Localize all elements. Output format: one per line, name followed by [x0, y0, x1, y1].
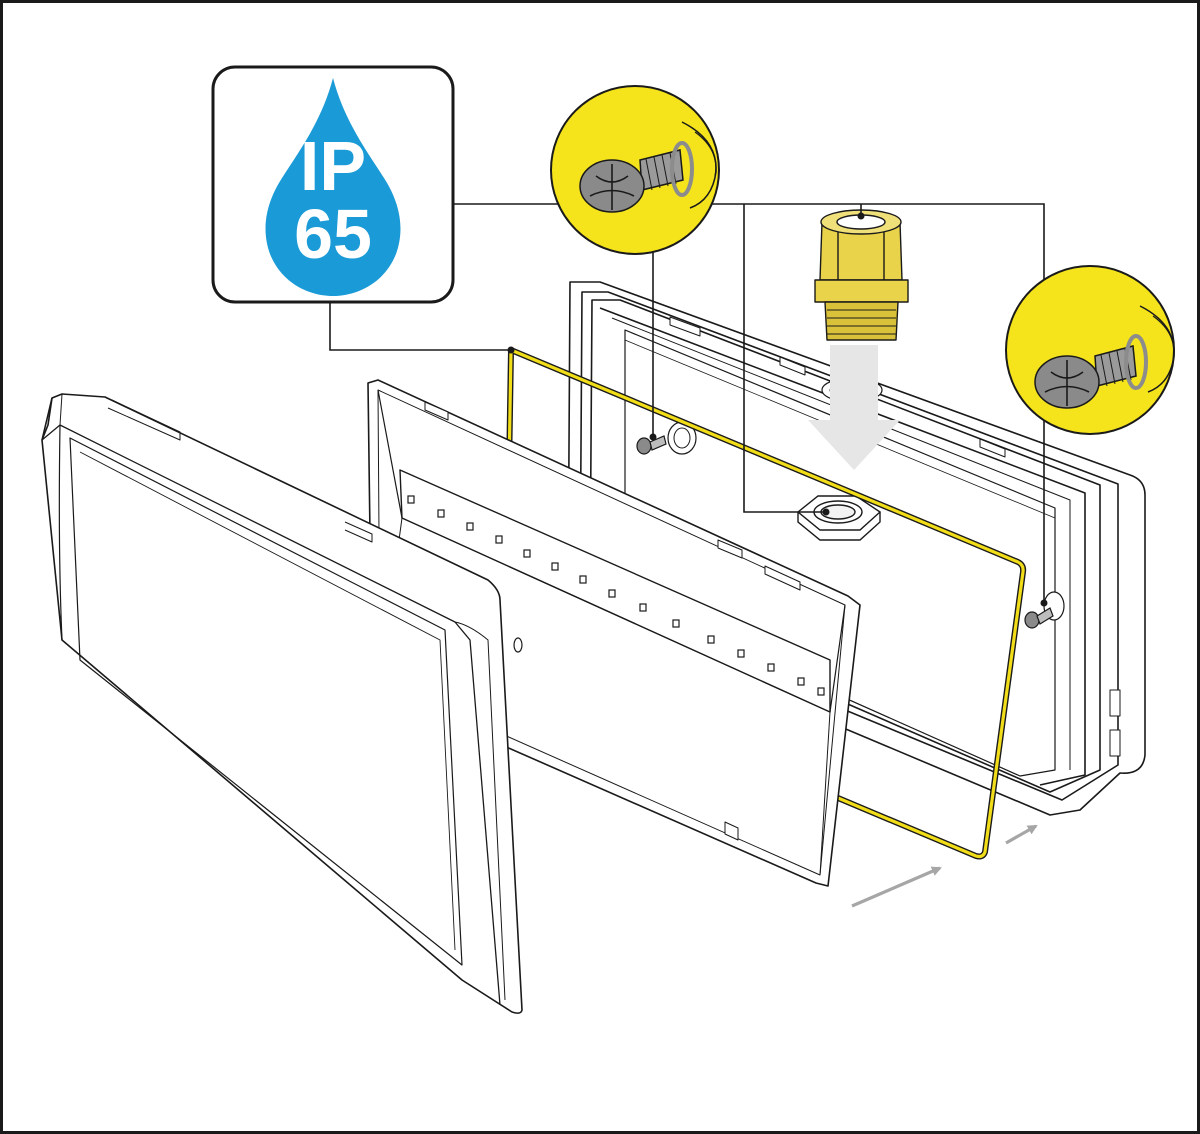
diffuser-cover [41, 393, 523, 1014]
screw-icon [579, 149, 684, 213]
arrow-icon [1005, 824, 1038, 845]
insertion-arrow-icon [808, 345, 900, 470]
lock-nut [796, 495, 882, 541]
screw-callout-left [550, 85, 720, 255]
direction-arrows [851, 824, 1038, 908]
housing-screw-left [636, 435, 667, 455]
ip-rating-badge: IP 65 [211, 65, 455, 304]
screw-callout-right [1005, 265, 1175, 435]
water-drop-icon [265, 78, 401, 296]
leader-dots [507, 212, 1048, 607]
arrow-icon [851, 866, 942, 908]
led-strip [407, 495, 825, 696]
cable-gland [814, 209, 909, 341]
ip-label-line1: IP [300, 127, 366, 205]
ip-label-line2: 65 [294, 195, 372, 273]
housing-screw-right [1024, 607, 1054, 629]
